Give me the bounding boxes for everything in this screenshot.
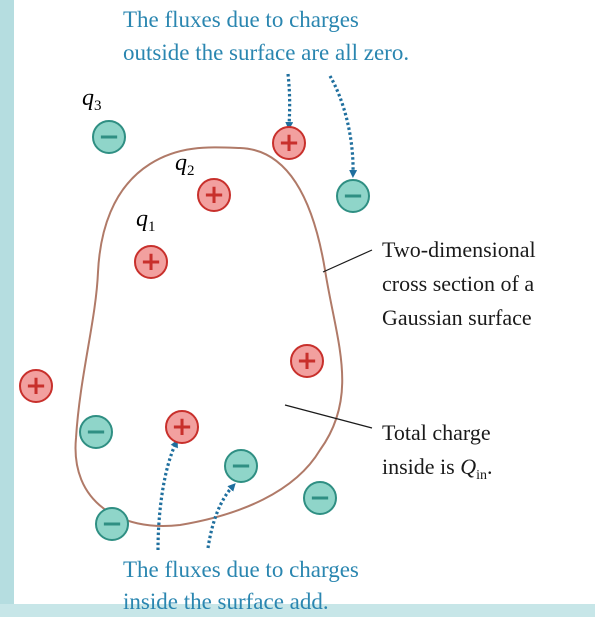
negative-charge-circle	[92, 120, 126, 154]
charge-q1-positive: +	[134, 245, 168, 279]
minus-sign: −	[342, 181, 364, 211]
charge-q3-negative: −	[92, 120, 126, 154]
surface-leader-line	[322, 249, 373, 273]
minus-sign: −	[230, 451, 252, 481]
surface-label-line2: cross section of a	[382, 271, 534, 296]
surface-label-line3: Gaussian surface	[382, 305, 532, 330]
charge-outside-positive-top: +	[272, 126, 306, 160]
top-caption-line1: The fluxes due to charges	[123, 7, 359, 32]
bottom-border-band	[0, 604, 595, 617]
plus-sign: +	[278, 128, 300, 158]
positive-charge-circle	[197, 178, 231, 212]
minus-sign: −	[309, 483, 331, 513]
total-charge-leader-line	[284, 404, 373, 429]
flux-arrow-outside-1	[285, 73, 294, 130]
flux-arrow-outside-2	[328, 75, 358, 178]
charge-outside-negative-bottom-left: −	[95, 507, 129, 541]
positive-charge-circle	[290, 344, 324, 378]
surface-label-line1: Two-dimensional	[382, 237, 536, 262]
charge-inside-positive-bottom: +	[165, 410, 199, 444]
bottom-caption-line2: inside the surface add.	[123, 589, 329, 614]
positive-charge-circle	[19, 369, 53, 403]
top-caption-line2: outside the surface are all zero.	[123, 40, 409, 65]
charge-label-q3: q3	[82, 85, 102, 114]
charge-inside-negative-left: −	[79, 415, 113, 449]
flux-arrow-inside-2	[206, 483, 236, 549]
negative-charge-circle	[95, 507, 129, 541]
charge-inside-negative-bottom: −	[224, 449, 258, 483]
charge-outside-negative-bottom-right: −	[303, 481, 337, 515]
flux-arrow-inside-1	[156, 439, 178, 551]
charge-label-q1: q1	[136, 206, 156, 235]
positive-charge-circle	[272, 126, 306, 160]
bottom-caption-line1: The fluxes due to charges	[123, 557, 359, 582]
charge-outside-negative-right: −	[336, 179, 370, 213]
minus-sign: −	[101, 509, 123, 539]
plus-sign: +	[203, 180, 225, 210]
plus-sign: +	[25, 371, 47, 401]
plus-sign: +	[296, 346, 318, 376]
minus-sign: −	[98, 122, 120, 152]
negative-charge-circle	[336, 179, 370, 213]
charge-q2-positive: +	[197, 178, 231, 212]
negative-charge-circle	[79, 415, 113, 449]
plus-sign: +	[140, 247, 162, 277]
charge-label-q2: q2	[175, 150, 195, 179]
charge-inside-positive-right: +	[290, 344, 324, 378]
negative-charge-circle	[303, 481, 337, 515]
negative-charge-circle	[224, 449, 258, 483]
total-charge-label-line2: inside is Qin.	[382, 454, 493, 483]
positive-charge-circle	[134, 245, 168, 279]
positive-charge-circle	[165, 410, 199, 444]
total-charge-label-line1: Total charge	[382, 420, 491, 445]
minus-sign: −	[85, 417, 107, 447]
plus-sign: +	[171, 412, 193, 442]
charges-group: − + − + + + + − + − − −	[19, 120, 370, 541]
charge-outside-positive-left: +	[19, 369, 53, 403]
gaussian-surface-outline	[74, 146, 344, 527]
